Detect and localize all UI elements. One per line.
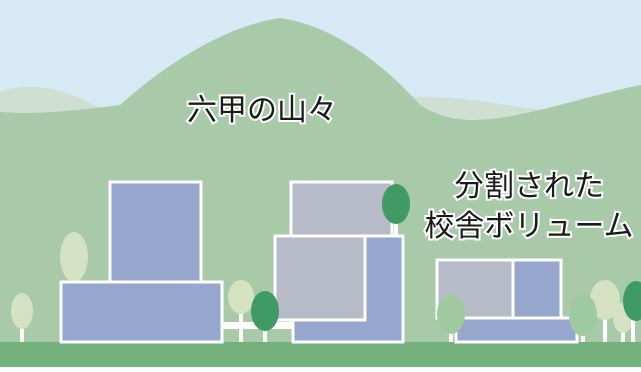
- trees-foreground: [251, 184, 641, 342]
- label-mountains: 六甲の山々: [187, 93, 337, 128]
- building-center: [273, 180, 405, 344]
- building-left: [59, 180, 224, 344]
- label-volume-line2: 校舎ボリューム: [424, 209, 633, 244]
- building-right: [435, 258, 579, 344]
- label-volume-line1: 分割された: [454, 169, 604, 204]
- ground: [0, 342, 641, 367]
